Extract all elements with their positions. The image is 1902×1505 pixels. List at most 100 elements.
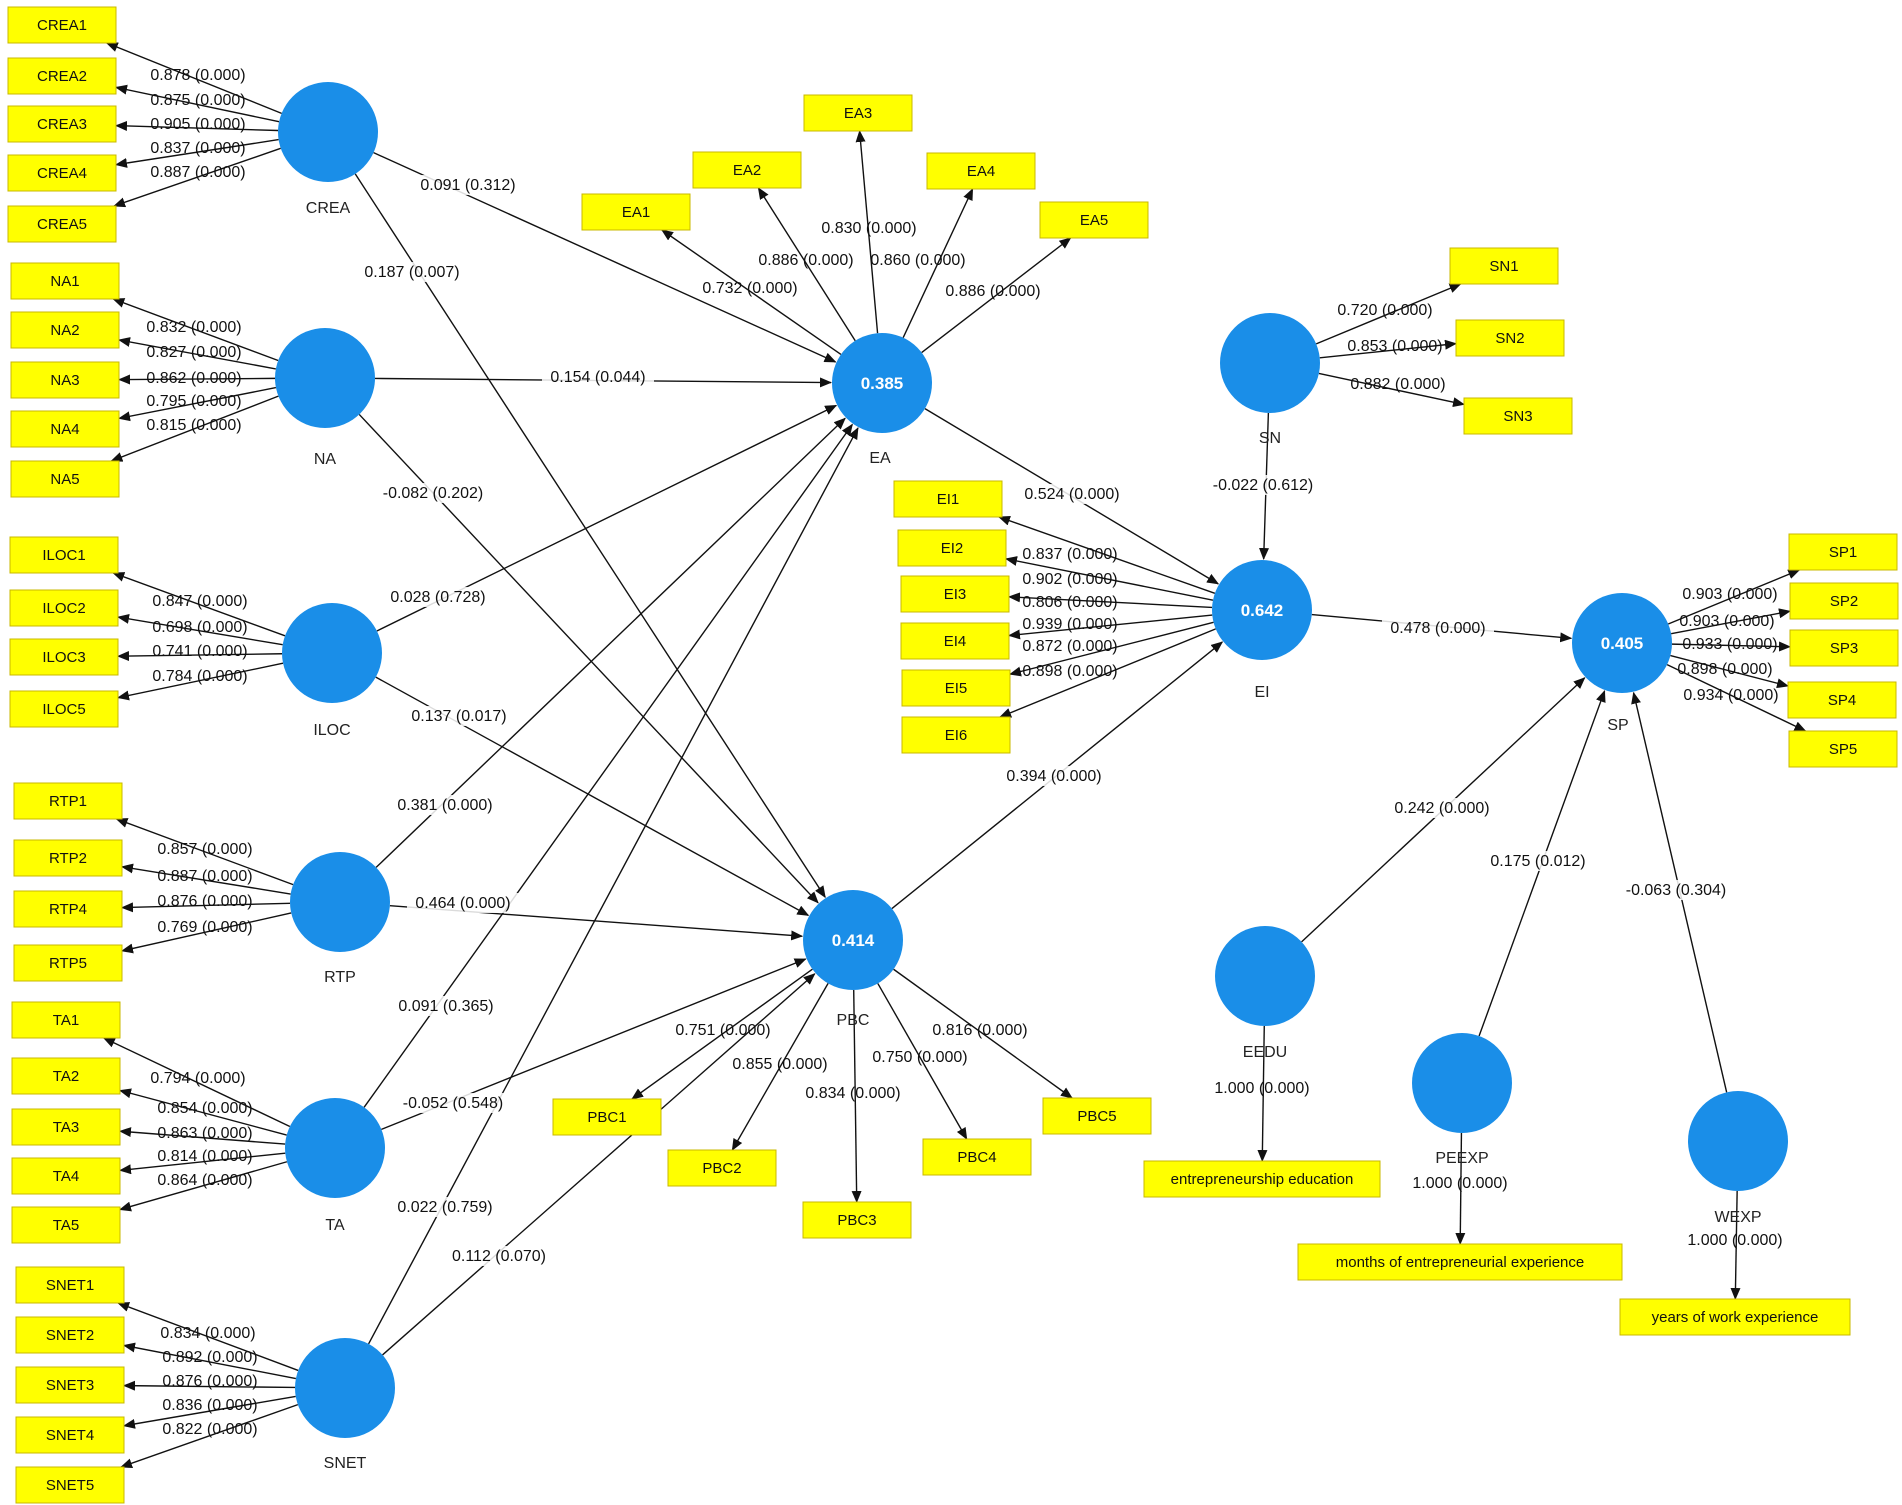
construct-node[interactable] xyxy=(1688,1091,1788,1191)
construct-circle xyxy=(1215,926,1315,1026)
construct-node[interactable]: 0.414 xyxy=(803,890,903,990)
indicator-label: SP4 xyxy=(1828,692,1856,709)
construct-node[interactable] xyxy=(1215,926,1315,1026)
indicator-box[interactable]: SP3 xyxy=(1789,629,1899,667)
path-label-bg xyxy=(390,996,502,1016)
indicator-box[interactable]: TA1 xyxy=(11,1001,121,1039)
indicator-box[interactable]: EI4 xyxy=(900,622,1010,660)
loading-arrow xyxy=(1257,1025,1268,1162)
r-squared-value: 0.405 xyxy=(1601,634,1644,653)
loading-arrow xyxy=(757,187,856,342)
indicator-box[interactable]: EA2 xyxy=(692,151,802,189)
loading-value: 0.784 (0.000) xyxy=(152,668,247,685)
indicator-box[interactable]: CREA5 xyxy=(7,205,117,243)
indicator-box[interactable]: PBC5 xyxy=(1042,1097,1152,1135)
indicator-rect xyxy=(10,262,120,300)
indicator-box[interactable]: PBC3 xyxy=(802,1201,912,1239)
indicator-box[interactable]: SNET3 xyxy=(15,1366,125,1404)
construct-node[interactable] xyxy=(282,603,382,703)
indicator-box[interactable]: TA3 xyxy=(11,1108,121,1146)
construct-node[interactable] xyxy=(278,82,378,182)
loading-arrow xyxy=(1670,608,1791,635)
construct-node[interactable]: 0.642 xyxy=(1212,560,1312,660)
indicator-box[interactable]: NA4 xyxy=(10,410,120,448)
indicator-box[interactable]: ILOC1 xyxy=(9,536,119,574)
indicator-box[interactable]: RTP4 xyxy=(13,890,123,928)
indicator-box[interactable]: SP4 xyxy=(1787,681,1897,719)
indicator-label: SNET2 xyxy=(46,1327,94,1344)
construct-node[interactable]: 0.405 xyxy=(1572,593,1672,693)
indicator-box[interactable]: ILOC2 xyxy=(9,589,119,627)
indicator-box[interactable]: EA1 xyxy=(581,193,691,231)
indicator-box[interactable]: entrepreneurship education xyxy=(1143,1160,1381,1198)
loading-arrow xyxy=(105,42,282,114)
indicator-box[interactable]: PBC1 xyxy=(552,1098,662,1136)
indicator-box[interactable]: TA2 xyxy=(11,1057,121,1095)
indicator-box[interactable]: PBC4 xyxy=(922,1138,1032,1176)
loading-value: 0.816 (0.000) xyxy=(932,1022,1027,1039)
indicator-box[interactable]: SP5 xyxy=(1788,730,1898,768)
indicator-box[interactable]: SNET4 xyxy=(15,1416,125,1454)
indicator-label: SP1 xyxy=(1829,544,1857,561)
indicator-box[interactable]: CREA3 xyxy=(7,105,117,143)
path-label-bg xyxy=(403,706,515,726)
loading-value: 0.878 (0.000) xyxy=(150,67,245,84)
indicator-box[interactable]: SN2 xyxy=(1455,319,1565,357)
indicator-box[interactable]: SNET1 xyxy=(15,1266,125,1304)
construct-circle xyxy=(275,328,375,428)
indicator-box[interactable]: CREA2 xyxy=(7,57,117,95)
construct-node[interactable]: 0.385 xyxy=(832,333,932,433)
indicator-box[interactable]: EA4 xyxy=(926,152,1036,190)
construct-node[interactable] xyxy=(275,328,375,428)
indicator-box[interactable]: years of work experience xyxy=(1619,1298,1851,1336)
indicator-box[interactable]: EI1 xyxy=(893,480,1003,518)
indicator-box[interactable]: EI3 xyxy=(900,575,1010,613)
indicator-box[interactable]: NA2 xyxy=(10,311,120,349)
indicator-rect xyxy=(15,1416,125,1454)
indicator-box[interactable]: EI2 xyxy=(897,529,1007,567)
path-coefficient: -0.022 (0.612) xyxy=(1213,477,1314,494)
path-coefficient: 0.091 (0.365) xyxy=(398,998,493,1015)
indicator-box[interactable]: SN3 xyxy=(1463,397,1573,435)
indicator-box[interactable]: TA5 xyxy=(11,1206,121,1244)
indicator-box[interactable]: SP2 xyxy=(1789,582,1899,620)
indicator-box[interactable]: SNET2 xyxy=(15,1316,125,1354)
indicator-rect xyxy=(667,1149,777,1187)
indicator-box[interactable]: CREA4 xyxy=(7,154,117,192)
indicator-box[interactable]: EA5 xyxy=(1039,201,1149,239)
construct-node[interactable] xyxy=(290,852,390,952)
indicator-box[interactable]: months of entrepreneurial experience xyxy=(1297,1243,1623,1281)
indicator-box[interactable]: RTP5 xyxy=(13,944,123,982)
construct-circle xyxy=(290,852,390,952)
indicator-box[interactable]: EA3 xyxy=(803,94,913,132)
indicator-box[interactable]: SP1 xyxy=(1788,533,1898,571)
loading-value: 0.876 (0.000) xyxy=(162,1373,257,1390)
path-arrow xyxy=(367,427,859,1345)
indicator-box[interactable]: NA3 xyxy=(10,361,120,399)
construct-node[interactable] xyxy=(285,1098,385,1198)
loading-arrow xyxy=(118,337,276,370)
construct-node[interactable] xyxy=(1412,1033,1512,1133)
indicator-box[interactable]: NA5 xyxy=(10,460,120,498)
indicator-box[interactable]: RTP2 xyxy=(13,839,123,877)
loading-arrow xyxy=(121,863,291,895)
indicator-box[interactable]: NA1 xyxy=(10,262,120,300)
indicator-box[interactable]: SN1 xyxy=(1449,247,1559,285)
indicator-box[interactable]: ILOC5 xyxy=(9,690,119,728)
indicator-box[interactable]: ILOC3 xyxy=(9,638,119,676)
indicator-box[interactable]: EI6 xyxy=(901,716,1011,754)
indicator-box[interactable]: TA4 xyxy=(11,1157,121,1195)
loading-value: 0.806 (0.000) xyxy=(1022,594,1117,611)
construct-node[interactable] xyxy=(1220,313,1320,413)
indicator-box[interactable]: CREA1 xyxy=(7,6,117,44)
loading-arrow xyxy=(119,1161,288,1212)
indicator-box[interactable]: PBC2 xyxy=(667,1149,777,1187)
indicator-box[interactable]: SNET5 xyxy=(15,1466,125,1504)
loading-value: 0.836 (0.000) xyxy=(162,1397,257,1414)
construct-node[interactable] xyxy=(295,1338,395,1438)
path-arrow xyxy=(363,423,853,1108)
indicator-box[interactable]: RTP1 xyxy=(13,782,123,820)
indicator-box[interactable]: EI5 xyxy=(901,669,1011,707)
indicator-label: EA5 xyxy=(1080,212,1108,229)
path-coefficient: 0.524 (0.000) xyxy=(1024,486,1119,503)
